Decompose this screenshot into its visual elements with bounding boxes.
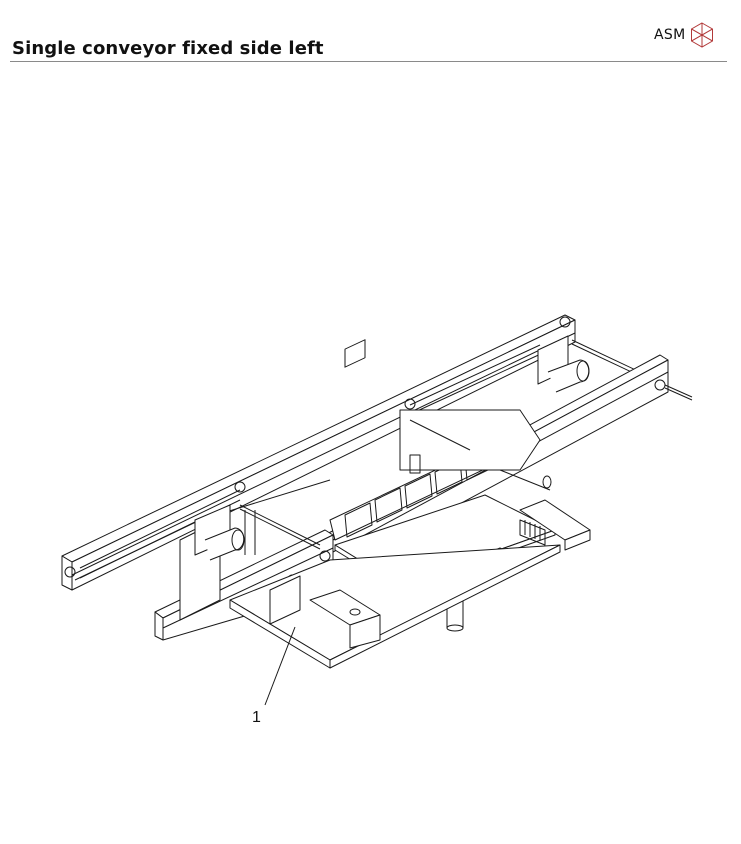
page-title: Single conveyor fixed side left [12,38,324,59]
callout-1: 1 [252,709,261,726]
page-header: Single conveyor fixed side left ASM [0,0,741,64]
brand-name: ASM [654,27,686,43]
brand: ASM [654,22,714,48]
header-divider [10,61,727,62]
cube-logo-icon [691,22,714,48]
